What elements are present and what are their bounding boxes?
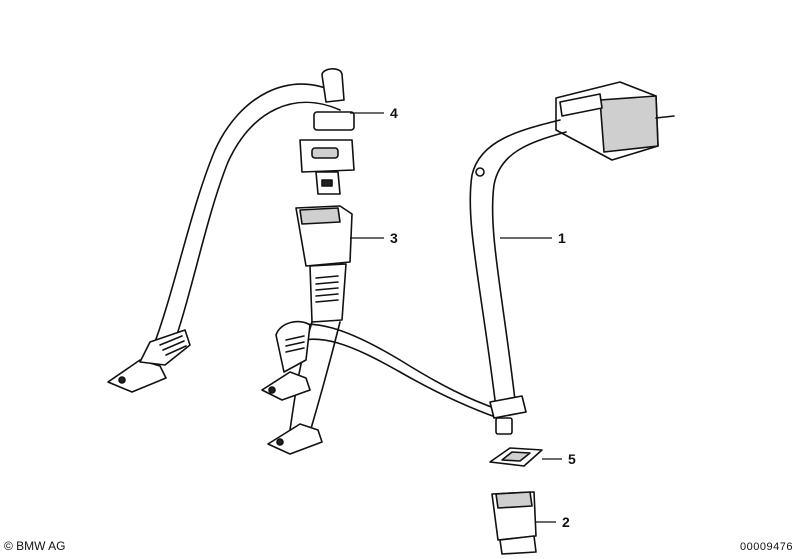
automatic-retractor-belt — [469, 81, 675, 435]
copyright-label: © BMW AG — [4, 539, 66, 553]
diagram-number: 00009476 — [740, 541, 793, 553]
upper-latch-plate-assembly — [299, 68, 355, 195]
callout-1: 1 — [558, 230, 566, 246]
callout-2: 2 — [562, 514, 570, 530]
callout-4: 4 — [390, 105, 398, 121]
center-buckle — [295, 205, 353, 323]
center-lap-belt — [261, 320, 501, 455]
callout-5: 5 — [568, 451, 576, 467]
left-belt-strap — [107, 83, 341, 393]
spacer-washer — [489, 447, 543, 467]
lower-buckle — [491, 491, 537, 555]
callout-3: 3 — [390, 230, 398, 246]
